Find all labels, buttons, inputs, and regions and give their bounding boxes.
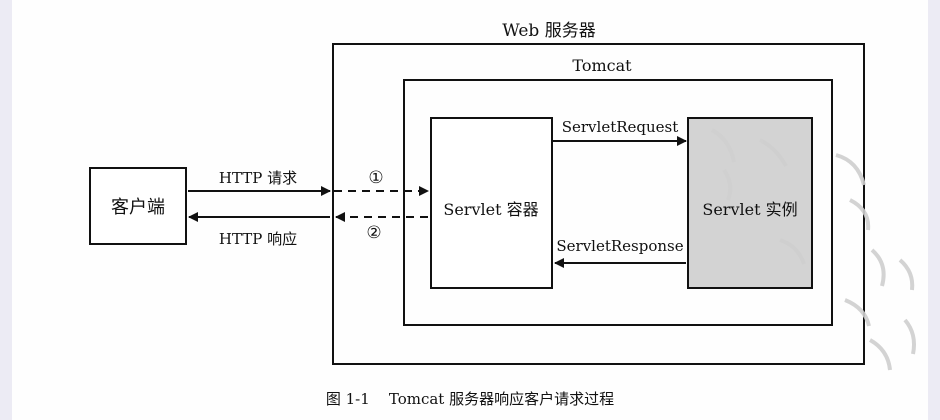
page-edge-right	[928, 0, 940, 420]
http-response-label: HTTP 响应	[219, 230, 297, 248]
step-2-marker: ②	[366, 223, 381, 243]
http-request-label: HTTP 请求	[219, 169, 297, 187]
servlet-response-label: ServletResponse	[556, 237, 683, 255]
tomcat-title: Tomcat	[572, 56, 632, 75]
servlet-instance-box	[687, 117, 813, 289]
servlet-container-box	[430, 117, 553, 289]
figure-caption: 图 1-1 Tomcat 服务器响应客户请求过程	[326, 390, 614, 408]
client-label: 客户端	[111, 197, 165, 218]
web-server-box	[332, 43, 865, 365]
client-box	[89, 167, 187, 245]
servlet-container-label: Servlet 容器	[443, 200, 538, 219]
watermark-seal	[710, 128, 916, 371]
page-edge-left	[0, 0, 12, 420]
tomcat-box	[403, 79, 833, 326]
servlet-instance-label: Servlet 实例	[702, 200, 797, 219]
web-server-title: Web 服务器	[502, 21, 595, 41]
step-1-marker: ①	[368, 168, 383, 188]
servlet-request-label: ServletRequest	[562, 118, 679, 136]
